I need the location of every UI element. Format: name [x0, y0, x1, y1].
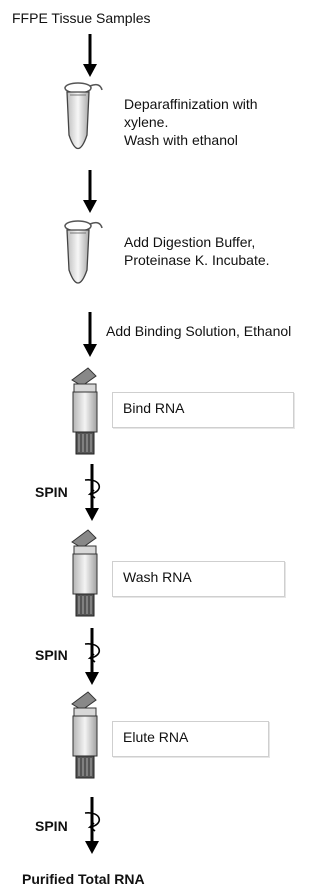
- deparaffinization-text: Deparaffinization with xylene. Wash with…: [124, 95, 258, 149]
- spin-arrow-icon: [84, 464, 100, 521]
- spin-label: SPIN: [35, 484, 68, 500]
- wash-rna-box: Wash RNA: [112, 561, 285, 597]
- spin-column-icon: [71, 691, 98, 779]
- binding-solution-text: Add Binding Solution, Ethanol: [106, 323, 292, 339]
- down-arrow-icon: [83, 34, 97, 77]
- deparaffinization-line-2: xylene.: [124, 114, 169, 130]
- result-label: Purified Total RNA: [22, 871, 145, 887]
- deparaffinization-line-3: Wash with ethanol: [124, 132, 238, 148]
- microcentrifuge-tube-icon: [64, 220, 103, 284]
- down-arrow-icon: [83, 170, 97, 213]
- digestion-line-2: Proteinase K. Incubate.: [124, 252, 270, 268]
- spin-arrow-icon: [84, 797, 100, 854]
- spin-label: SPIN: [35, 818, 68, 834]
- down-arrow-icon: [83, 312, 97, 357]
- digestion-line-1: Add Digestion Buffer,: [124, 234, 256, 250]
- bind-rna-label: Bind RNA: [123, 400, 185, 416]
- spin-column-icon: [71, 367, 98, 455]
- bind-rna-box: Bind RNA: [112, 392, 294, 428]
- wash-rna-label: Wash RNA: [123, 569, 192, 585]
- spin-column-icon: [71, 529, 98, 617]
- elute-rna-box: Elute RNA: [112, 721, 269, 757]
- deparaffinization-line-1: Deparaffinization with: [124, 96, 258, 112]
- digestion-text: Add Digestion Buffer, Proteinase K. Incu…: [124, 233, 270, 269]
- microcentrifuge-tube-icon: [64, 82, 103, 150]
- spin-arrow-icon: [84, 628, 100, 685]
- elute-rna-label: Elute RNA: [123, 729, 189, 745]
- spin-label: SPIN: [35, 647, 68, 663]
- title: FFPE Tissue Samples: [12, 10, 151, 26]
